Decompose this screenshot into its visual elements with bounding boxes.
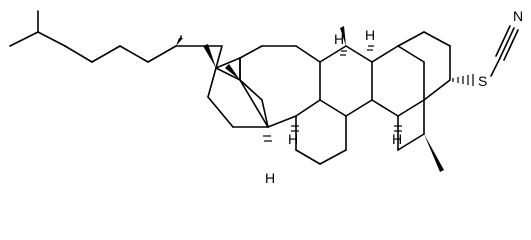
atom-label-h-c8: H	[365, 27, 375, 43]
h-hashed-bonds	[263, 45, 402, 142]
ring-a	[371, 31, 451, 151]
atom-label-h-c14b: H	[288, 131, 298, 147]
atom-label-h-c14: H	[265, 170, 275, 186]
c10-methyl-wedge	[340, 26, 346, 46]
atom-label-h-c5: H	[392, 131, 402, 147]
c20-methyl-wedge	[176, 38, 183, 46]
ring-c	[239, 45, 321, 128]
c3-thiocyanate-hashed-bond	[452, 74, 474, 86]
c-n-triple-bond	[495, 25, 519, 61]
ring-b	[295, 45, 373, 165]
ring-d	[204, 45, 269, 128]
c4-methyl-wedge	[424, 134, 444, 172]
molecule-structure-diagram: H H H H H S N	[9, 8, 523, 186]
s-c-bond	[490, 57, 501, 77]
atom-label-h-c9: H	[334, 31, 344, 47]
c17-sidechain-wedge	[203, 44, 216, 68]
side-chain	[9, 10, 206, 63]
atom-label-sulfur: S	[478, 73, 487, 89]
c13-methyl-wedge	[225, 64, 240, 80]
atom-label-nitrogen: N	[513, 8, 523, 24]
